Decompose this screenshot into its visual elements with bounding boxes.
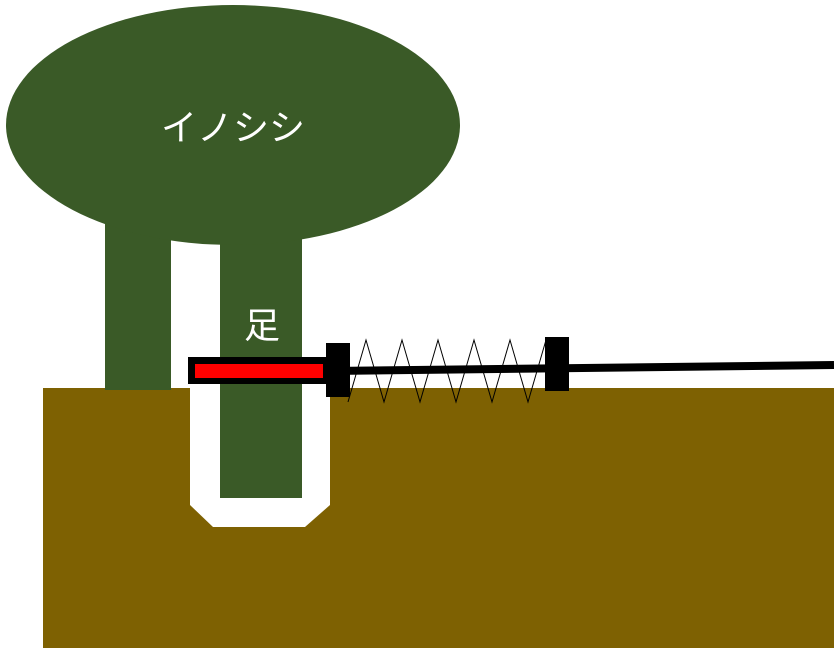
trap-latch [195,364,323,378]
boar-left-leg [105,215,171,390]
boar-right-leg [220,210,302,498]
boar-body [6,5,460,245]
trap-wire [329,361,834,375]
trap-spring [347,338,547,404]
spring-right-stopper [545,337,569,391]
leg-label: 足 [244,306,280,347]
ground [43,388,834,648]
boar-label: イノシシ [161,108,305,149]
spring-left-stopper [326,343,350,397]
